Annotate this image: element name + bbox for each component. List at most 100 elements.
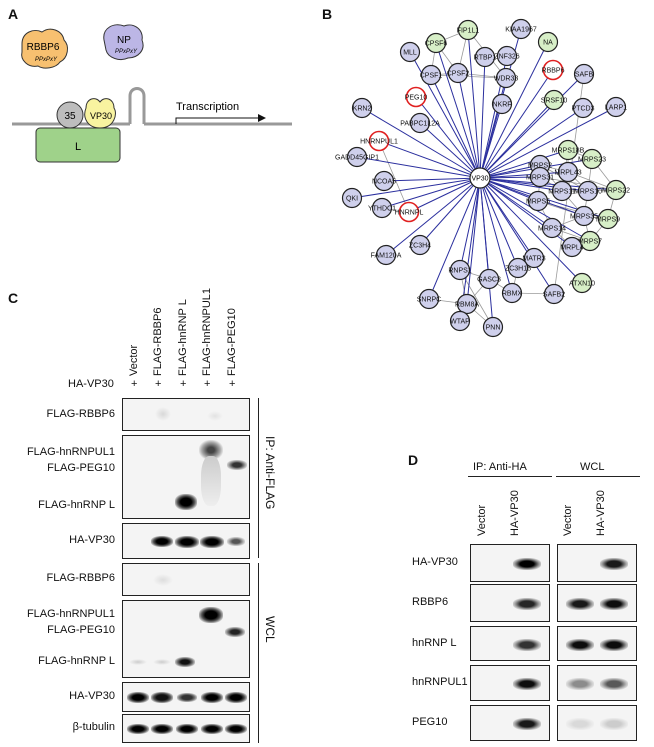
np-label: NP	[117, 35, 131, 46]
d-blot	[470, 665, 550, 701]
d-wcl-underline	[556, 476, 640, 477]
network-node-label: CPSF2	[447, 71, 470, 78]
d-ip-underline	[468, 476, 552, 477]
network-node-label: CPSF1	[420, 73, 443, 80]
network-node-label: SNRPC	[417, 297, 442, 304]
l-label: L	[75, 141, 81, 153]
network-node-label: GADD45GIP1	[335, 155, 379, 162]
network-node-label: YTHDC1	[368, 206, 396, 213]
network-node-safb2: SAFB2	[543, 283, 565, 305]
network-edge-gray	[378, 140, 410, 213]
vp30-label: VP30	[90, 111, 112, 121]
network-node-krn2: KRN2	[351, 97, 373, 119]
network-hub-label: VP30	[471, 176, 488, 183]
network-edge-hub	[466, 177, 481, 305]
network-edge-hub	[419, 122, 481, 179]
network-node-mrps5: MRPS5	[526, 190, 550, 212]
network-node-label: NA	[543, 40, 553, 47]
d-blot	[557, 705, 637, 741]
panel-c-letter: C	[8, 290, 19, 306]
network-node-label: SRSF10	[541, 98, 568, 105]
network-edge-hub	[479, 99, 555, 179]
network-node-label: MRPS11	[548, 189, 576, 196]
network-node-zc3h4: ZC3H4	[409, 234, 431, 256]
network-edge-hub	[435, 42, 481, 179]
d-row-label: RBBP6	[412, 596, 449, 608]
c-label-ip-rbbp6: FLAG-RBBP6	[46, 408, 115, 420]
network-node-cpsf1: CPSF1	[420, 64, 443, 86]
network-edge-hub	[479, 177, 583, 284]
c-blot-wcl-ha-vp30	[122, 682, 250, 712]
network-node-label: FIP1L1	[457, 28, 480, 35]
c-plus-sign: +	[204, 378, 211, 390]
panel-a-diagram: RBBP6 PPxPxY NP PPxPxY L 35 VP30 Transcr…	[12, 24, 292, 163]
network-node-label: MRPS5	[526, 199, 550, 206]
d-lane-label: HA-VP30	[509, 490, 521, 536]
network-node-label: MRPL43	[554, 170, 581, 177]
np-shape	[103, 24, 144, 61]
network-edge-hub	[415, 96, 481, 179]
transcription-arrow	[175, 117, 258, 124]
network-node-mrps9: MRPS9	[596, 208, 620, 230]
network-edge-hub	[385, 177, 481, 256]
network-edge-hub	[383, 177, 481, 182]
network-node-ncoa5: NCOA5	[372, 170, 396, 192]
network-node-hnrnpl: HNRNPL	[395, 201, 424, 223]
vp35-label: 35	[64, 111, 76, 122]
d-row-label: PEG10	[412, 716, 448, 728]
network-node-mrpl43: MRPL43	[554, 161, 582, 183]
d-row-label: hnRNPUL1	[412, 676, 468, 688]
d-blot	[557, 544, 637, 582]
c-plus-sign: +	[131, 378, 138, 390]
network-node-label: MLL	[403, 50, 417, 57]
network-edge-hub	[467, 29, 481, 179]
network-node-cpsf6: CPSF6	[425, 32, 448, 54]
network-edge-hub	[479, 149, 569, 179]
network-node-label: MATR3	[522, 256, 545, 263]
network-node-label: HNRNPL	[395, 210, 424, 217]
network-node-label: ATXN10	[569, 281, 595, 288]
c-lane-label: FLAG-RBBP6	[152, 307, 164, 376]
panel-b-letter: B	[322, 6, 333, 22]
network-node-rbbp6: RBBP6	[542, 59, 565, 81]
network-node-label: HNRNPUL1	[360, 139, 398, 146]
d-row-label: HA-VP30	[412, 556, 458, 568]
network-node-label: ZC3H4	[409, 243, 431, 250]
network-node-label: QKI	[346, 196, 358, 203]
d-blot	[557, 626, 637, 661]
c-section-wcl-label: WCL	[263, 616, 277, 643]
network-edge-hub	[479, 177, 494, 328]
network-node-pnn: PNN	[482, 316, 504, 338]
network-node-label: SAFB2	[543, 292, 565, 299]
l-protein	[35, 127, 121, 163]
network-node-rbm8a: RBM8A	[455, 293, 479, 315]
panel-a-letter: A	[8, 6, 19, 22]
network-node-label: GASC3	[477, 277, 501, 284]
c-blot-ip-ha-vp30	[122, 523, 250, 559]
c-label-ip-ha-vp30: HA-VP30	[69, 534, 115, 546]
c-blot-ip-flag	[122, 435, 250, 519]
network-node-safb: SAFB	[573, 63, 595, 85]
d-blot	[470, 626, 550, 661]
network-node-mrps7: MRPS7	[578, 230, 602, 252]
d-row-label: hnRNP L	[412, 636, 457, 649]
network-node-wdr33: WDR33	[494, 67, 518, 89]
network-edge-hub	[479, 107, 584, 179]
network-node-kiaa1967: KIAA1967	[505, 18, 537, 40]
c-label-wcl-hnrnpul1: FLAG-hnRNPUL1	[26, 608, 115, 620]
network-node-label: MRPS14	[538, 226, 566, 233]
c-label-ip-hnrnpul1: FLAG-hnRNPUL1	[26, 446, 115, 458]
network-node-mrps11: MRPS11	[548, 180, 576, 202]
network-node-mrps23: MRPS23	[578, 148, 606, 170]
network-node-label: PABPC1L2A	[400, 121, 440, 128]
network-node-label: PTCD3	[572, 106, 595, 113]
c-lane-label: FLAG-hnRNP L	[177, 299, 189, 376]
network-node-gadd45gip1: GADD45GIP1	[335, 146, 379, 168]
network-node-mrps31: MRPS31	[526, 166, 554, 188]
d-lane-label: Vector	[476, 504, 488, 536]
transcription-label: Transcription	[176, 101, 239, 113]
network-node-label: CPSF6	[425, 41, 448, 48]
network-node-label: RBBP6	[542, 68, 565, 75]
c-blot-wcl-rbbp6	[122, 563, 250, 596]
rna-hairpin	[128, 87, 146, 124]
